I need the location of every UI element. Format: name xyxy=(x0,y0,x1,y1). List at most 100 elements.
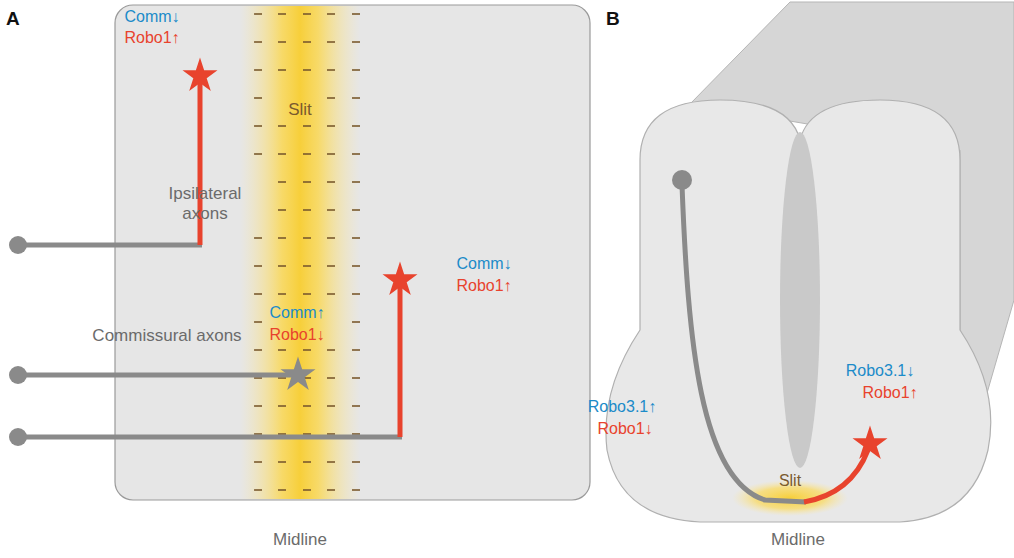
midline-dash xyxy=(254,153,262,155)
midline-dash xyxy=(352,41,360,43)
growth-cone xyxy=(183,58,218,91)
growth-cones xyxy=(183,58,888,459)
expression-label: Robo1↓ xyxy=(597,420,652,438)
midline-dash xyxy=(327,97,335,99)
midline-dash xyxy=(303,13,311,15)
midline-dash xyxy=(352,69,360,71)
expression-label: Comm↑ xyxy=(269,304,324,322)
midline-dash xyxy=(254,405,262,407)
midline-dashes xyxy=(254,14,360,490)
midline-dash xyxy=(352,461,360,463)
midline-dash xyxy=(327,349,335,351)
midline-dash xyxy=(352,349,360,351)
midline-dash xyxy=(254,41,262,43)
midline-dash xyxy=(278,237,286,239)
axon xyxy=(682,185,806,502)
midline-dash xyxy=(254,489,262,491)
midline-dash xyxy=(352,377,360,379)
midline-dash xyxy=(352,181,360,183)
midline-dash xyxy=(352,153,360,155)
midline-dash xyxy=(254,321,262,323)
panel-letter: A xyxy=(6,8,20,30)
midline-dash xyxy=(254,265,262,267)
midline-dash xyxy=(303,181,311,183)
midline-dash xyxy=(327,13,335,15)
spinal-cord-section xyxy=(606,100,991,522)
expression-label: Robo1↑ xyxy=(456,277,511,295)
expression-label: Robo1↓ xyxy=(269,326,324,344)
midline-dash xyxy=(327,209,335,211)
midline-dash xyxy=(254,293,262,295)
midline-dash xyxy=(303,237,311,239)
slit-label: Slit xyxy=(779,472,801,490)
midline-dash xyxy=(254,237,262,239)
midline-dash xyxy=(352,13,360,15)
midline-dash xyxy=(352,209,360,211)
midline-dash xyxy=(254,69,262,71)
midline-dash xyxy=(303,41,311,43)
expression-label: Robo1↑ xyxy=(862,384,917,402)
midline-dash xyxy=(327,377,335,379)
midline-dash xyxy=(278,265,286,267)
midline-dash xyxy=(278,125,286,127)
midline-dash xyxy=(352,293,360,295)
midline-dash xyxy=(327,153,335,155)
axon xyxy=(18,373,296,378)
midline-dash xyxy=(254,461,262,463)
expression-label: Comm↓ xyxy=(456,255,511,273)
midline-dash xyxy=(327,41,335,43)
axon xyxy=(18,243,202,248)
midline-dash xyxy=(327,237,335,239)
midline-dash xyxy=(327,489,335,491)
axon-type-label: Ipsilateral axons xyxy=(150,184,260,223)
midline-dash xyxy=(303,265,311,267)
axon-red xyxy=(804,450,868,502)
midline-dash xyxy=(303,489,311,491)
midline-dash xyxy=(352,237,360,239)
axon-red xyxy=(398,285,403,437)
midline-dash xyxy=(327,125,335,127)
slit-label: Slit xyxy=(288,100,312,120)
expression-label: Robo3.1↓ xyxy=(846,362,915,380)
midline-dash xyxy=(254,97,262,99)
midline-dash xyxy=(303,461,311,463)
midline-dash xyxy=(278,489,286,491)
panel-letter: B xyxy=(606,8,620,30)
midline-dash xyxy=(352,265,360,267)
midline-dash xyxy=(278,181,286,183)
midline-dash xyxy=(303,349,311,351)
midline-dash xyxy=(327,181,335,183)
midline-dash xyxy=(327,69,335,71)
expression-label: Robo3.1↑ xyxy=(588,398,657,416)
midline-dash xyxy=(254,349,262,351)
midline-dash xyxy=(352,489,360,491)
expression-label: Robo1↑ xyxy=(124,29,179,47)
midline-label: Midline xyxy=(273,530,327,550)
midline-dash xyxy=(278,461,286,463)
midline-dash xyxy=(303,209,311,211)
growth-cone xyxy=(383,262,418,295)
midline-dash xyxy=(278,41,286,43)
midline-dash xyxy=(352,125,360,127)
central-canal xyxy=(780,132,820,468)
midline-dash xyxy=(303,125,311,127)
expression-label: Comm↓ xyxy=(124,8,179,26)
midline-dash xyxy=(352,405,360,407)
midline-dash xyxy=(352,321,360,323)
midline-dash xyxy=(278,349,286,351)
midline-label: Midline xyxy=(771,530,825,550)
midline-dash xyxy=(278,13,286,15)
midline-dash xyxy=(303,69,311,71)
midline-dash xyxy=(327,293,335,295)
midline-dash xyxy=(327,461,335,463)
midline-dash xyxy=(278,69,286,71)
midline-dash xyxy=(278,293,286,295)
midline-dash xyxy=(254,13,262,15)
midline-dash xyxy=(254,125,262,127)
midline-dash xyxy=(278,209,286,211)
midline-dash xyxy=(327,265,335,267)
axon-type-label: Commissural axons xyxy=(92,326,242,346)
slit-band xyxy=(240,6,360,499)
midline-dash xyxy=(303,153,311,155)
midline-dash xyxy=(303,293,311,295)
